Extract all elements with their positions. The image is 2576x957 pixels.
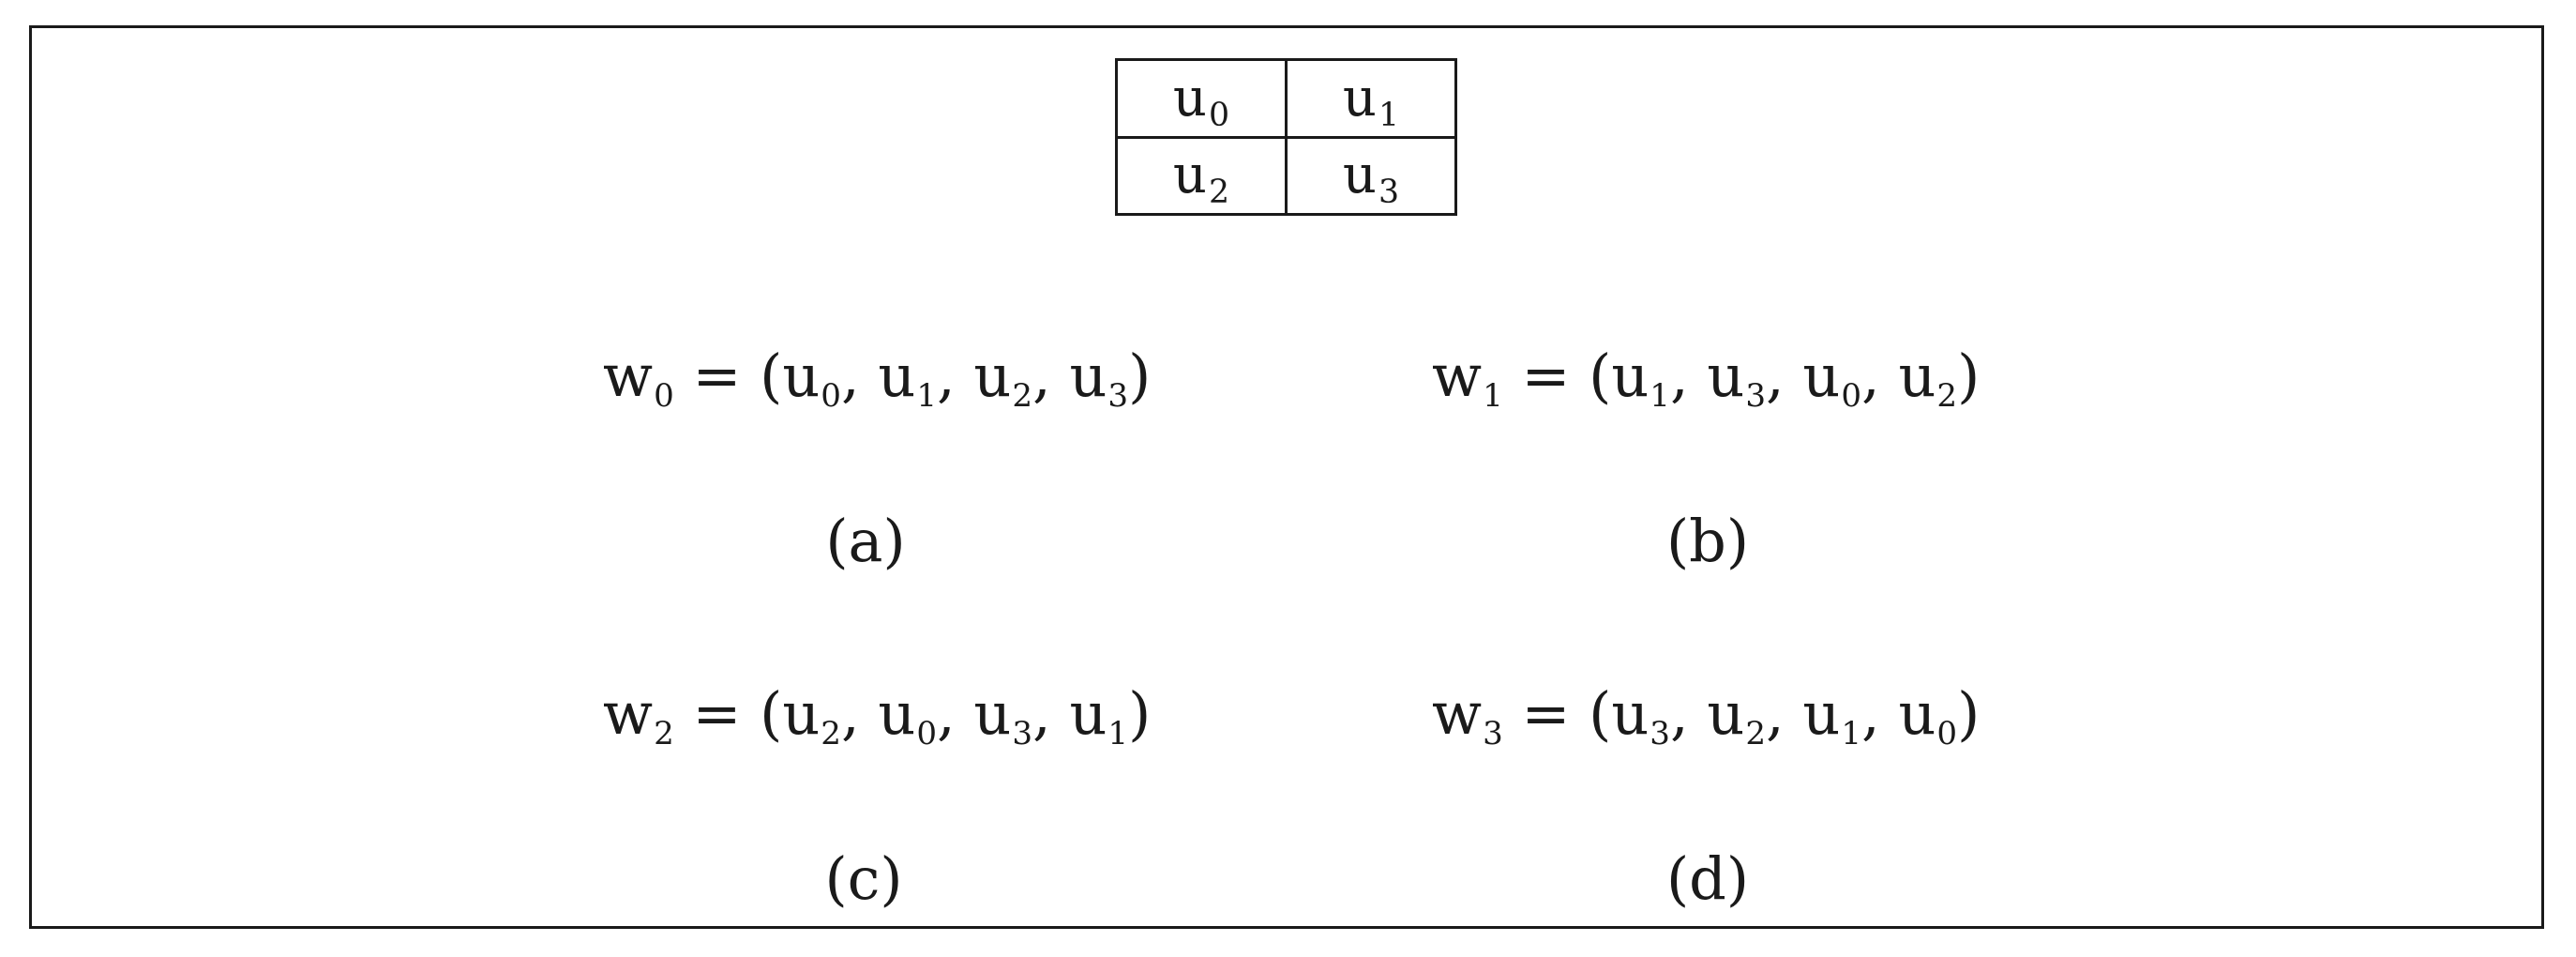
equation-lhs-subscript: 0: [654, 376, 674, 415]
grid-cell: u3: [1285, 135, 1457, 216]
cell-subscript: 1: [1378, 96, 1400, 134]
equation-term: u: [1802, 679, 1841, 748]
equation-comma: ,: [840, 342, 879, 410]
equation-term-subscript: 1: [1650, 376, 1670, 415]
equation-term: u: [1069, 679, 1107, 748]
equation-term: u: [1898, 342, 1936, 410]
equation-term: u: [1069, 342, 1107, 410]
grid-row: u2 u3: [1115, 135, 1457, 216]
equation-equals: = (: [673, 679, 783, 748]
equation-term: u: [782, 342, 821, 410]
grid-cell: u1: [1285, 58, 1457, 139]
grid-row: u0 u1: [1115, 58, 1457, 139]
equation-close-paren: ): [1128, 342, 1152, 410]
grid-cell: u2: [1115, 135, 1288, 216]
caption-d: (d): [1665, 844, 1750, 913]
caption-b: (b): [1665, 507, 1750, 575]
equation-term: u: [878, 342, 916, 410]
equation-b: w1 = (u1, u3, u0, u2): [1432, 347, 1980, 412]
equation-term: u: [878, 679, 916, 748]
equation-term-subscript: 1: [916, 376, 937, 415]
equation-comma: ,: [840, 679, 879, 748]
equation-term-subscript: 0: [821, 376, 841, 415]
equation-equals: = (: [1502, 342, 1612, 410]
equation-equals: = (: [673, 342, 783, 410]
equation-term-subscript: 3: [1650, 714, 1670, 752]
equation-comma: ,: [1766, 342, 1803, 410]
equation-comma: ,: [937, 342, 974, 410]
equation-lhs: w: [603, 342, 654, 410]
equation-term-subscript: 1: [1107, 714, 1129, 752]
ordering-grid: u0 u1 u2 u3: [1115, 58, 1457, 216]
cell-base: u: [1342, 67, 1377, 129]
equation-comma: ,: [1861, 342, 1899, 410]
equation-close-paren: ): [1957, 679, 1981, 748]
equation-term-subscript: 2: [1936, 376, 1958, 415]
cell-subscript: 0: [1208, 96, 1230, 134]
equation-term: u: [1707, 679, 1745, 748]
equation-term-subscript: 0: [916, 714, 937, 752]
equation-term: u: [1611, 679, 1650, 748]
equation-comma: ,: [1861, 679, 1899, 748]
equation-term-subscript: 0: [1841, 376, 1862, 415]
cell-subscript: 2: [1208, 174, 1230, 212]
equation-term: u: [973, 679, 1012, 748]
equation-comma: ,: [937, 679, 974, 748]
equation-c: w2 = (u2, u0, u3, u1): [603, 685, 1151, 750]
equation-lhs-subscript: 2: [654, 714, 674, 752]
diagram-frame: [29, 25, 2544, 929]
equation-comma: ,: [1766, 679, 1803, 748]
equation-term: u: [973, 342, 1012, 410]
equation-close-paren: ): [1128, 679, 1152, 748]
caption-c: (c): [824, 844, 903, 913]
equation-equals: = (: [1502, 679, 1612, 748]
equation-term-subscript: 3: [1745, 376, 1766, 415]
equation-term-subscript: 2: [1012, 376, 1033, 415]
equation-a: w0 = (u0, u1, u2, u3): [603, 347, 1151, 412]
equation-comma: ,: [1669, 342, 1708, 410]
equation-lhs: w: [1432, 342, 1483, 410]
equation-comma: ,: [1669, 679, 1708, 748]
equation-term-subscript: 0: [1936, 714, 1958, 752]
equation-d: w3 = (u3, u2, u1, u0): [1432, 685, 1980, 750]
equation-term: u: [782, 679, 821, 748]
equation-lhs-subscript: 1: [1483, 376, 1503, 415]
equation-comma: ,: [1032, 342, 1070, 410]
cell-subscript: 3: [1378, 174, 1400, 212]
equation-lhs: w: [603, 679, 654, 748]
equation-lhs: w: [1432, 679, 1483, 748]
equation-term-subscript: 3: [1012, 714, 1033, 752]
equation-close-paren: ): [1957, 342, 1981, 410]
equation-term-subscript: 2: [821, 714, 841, 752]
equation-term-subscript: 3: [1107, 376, 1129, 415]
equation-term-subscript: 1: [1841, 714, 1862, 752]
equation-term: u: [1802, 342, 1841, 410]
cell-base: u: [1172, 144, 1207, 206]
equation-term-subscript: 2: [1745, 714, 1766, 752]
cell-base: u: [1342, 144, 1377, 206]
equation-comma: ,: [1032, 679, 1070, 748]
cell-base: u: [1172, 67, 1207, 129]
equation-term: u: [1898, 679, 1936, 748]
equation-lhs-subscript: 3: [1483, 714, 1503, 752]
equation-term: u: [1611, 342, 1650, 410]
equation-term: u: [1707, 342, 1745, 410]
grid-cell: u0: [1115, 58, 1288, 139]
caption-a: (a): [825, 507, 906, 575]
